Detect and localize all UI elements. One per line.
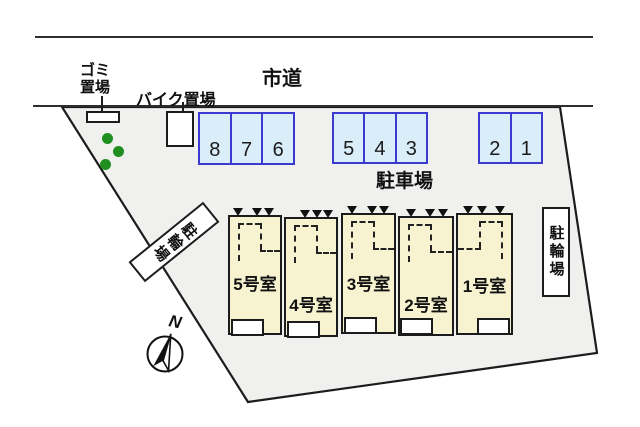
compass-north-label: N: [167, 311, 184, 332]
interior-dashed-line: [260, 250, 280, 252]
unit-4-label: 4号室: [289, 296, 333, 315]
parking-lot-label: 駐車場: [376, 171, 434, 192]
unit-2-porch: [400, 318, 433, 335]
unit-5-porch: [231, 319, 264, 336]
parking-space-2: 2: [480, 114, 510, 162]
unit-3-porch: [344, 317, 377, 334]
triangle-marker-icon: [323, 210, 333, 218]
bicycle-parking-right-label: 駐輪場: [547, 225, 565, 279]
shrub-icon: [102, 133, 113, 144]
interior-dashed-line: [294, 225, 296, 263]
interior-dashed-line: [458, 248, 481, 250]
interior-dashed-line: [430, 251, 452, 253]
triangle-marker-icon: [425, 209, 435, 217]
shrub-icon: [113, 146, 124, 157]
triangle-marker-icon: [347, 206, 357, 214]
interior-dashed-line: [294, 225, 317, 227]
triangle-marker-icon: [463, 206, 473, 214]
road-edge-top: [35, 36, 593, 38]
interior-dashed-line: [373, 221, 375, 248]
garbage-area-rect: [86, 111, 120, 123]
interior-dashed-line: [238, 223, 261, 225]
triangle-marker-icon: [312, 210, 322, 218]
triangle-marker-icon: [495, 206, 505, 214]
unit-3-label: 3号室: [346, 275, 391, 294]
interior-dashed-line: [316, 252, 336, 254]
parking-space-number: 3: [405, 138, 417, 160]
interior-dashed-line: [373, 248, 394, 250]
parking-space-number: 5: [343, 138, 355, 160]
interior-dashed-line: [430, 224, 432, 251]
triangle-marker-icon: [264, 208, 274, 216]
triangle-marker-icon: [379, 206, 389, 214]
parking-space-1: 1: [509, 114, 542, 162]
motorcycle-leader-line: [182, 102, 184, 115]
unit-5: 5号室: [228, 208, 282, 336]
interior-dashed-line: [480, 221, 503, 223]
parking-space-5: 5: [334, 114, 363, 162]
unit-4: 4号室: [284, 210, 338, 338]
unit-5-label: 5号室: [233, 275, 277, 294]
triangle-marker-icon: [477, 206, 487, 214]
triangle-marker-icon: [406, 209, 416, 217]
parking-space-number: 2: [489, 138, 501, 160]
unit-2: 2号室: [398, 209, 454, 336]
unit-4-floorplan: 4号室: [286, 210, 336, 338]
unit-2-label: 2号室: [404, 296, 448, 315]
parking-space-number: 1: [520, 138, 532, 160]
triangle-marker-icon: [252, 208, 262, 216]
road-edge-bottom: [33, 105, 593, 107]
parking-space-4: 4: [363, 114, 394, 162]
interior-dashed-line: [260, 223, 262, 250]
unit-2-floorplan: 2号室: [400, 209, 452, 335]
unit-3: 3号室: [341, 206, 396, 334]
parking-space-number: 8: [209, 139, 221, 161]
garbage-area-label: ゴミ 置場: [70, 62, 120, 96]
motorcycle-area-rect: [166, 111, 194, 147]
interior-dashed-line: [408, 224, 431, 226]
garbage-leader-line: [101, 96, 103, 114]
garbage-label-line2: 置場: [79, 79, 110, 96]
parking-space-6: 6: [261, 114, 293, 163]
road-label: 市道: [262, 68, 302, 90]
unit-5-floorplan: 5号室: [230, 208, 280, 336]
garbage-label-line1: ゴミ: [79, 62, 110, 79]
interior-dashed-line: [316, 225, 318, 252]
motorcycle-area-label: バイク置場: [136, 92, 216, 109]
parking-space-number: 6: [272, 139, 284, 161]
parking-group-876: 8 7 6: [198, 112, 295, 165]
north-compass: N: [146, 311, 184, 374]
interior-dashed-line: [238, 223, 240, 261]
triangle-marker-icon: [233, 208, 243, 216]
parking-space-3: 3: [394, 114, 426, 162]
interior-dashed-line: [351, 221, 353, 259]
triangle-marker-icon: [300, 210, 310, 218]
unit-1-label: 1号室: [462, 277, 507, 296]
unit-3-floorplan: 3号室: [343, 206, 394, 334]
triangle-marker-icon: [438, 209, 448, 217]
parking-group-21: 2 1: [478, 112, 543, 164]
interior-dashed-line: [408, 224, 410, 262]
triangle-marker-icon: [367, 206, 377, 214]
shrub-icon: [100, 159, 111, 170]
parking-space-number: 4: [374, 138, 386, 160]
unit-4-porch: [287, 321, 320, 338]
parking-space-8: 8: [200, 114, 230, 163]
parking-group-543: 5 4 3: [332, 112, 428, 164]
parking-space-7: 7: [229, 114, 262, 163]
bicycle-parking-right: 駐輪場: [542, 207, 570, 297]
unit-1: 1号室: [456, 206, 513, 335]
unit-1-porch: [477, 318, 510, 335]
interior-dashed-line: [351, 221, 374, 223]
north-arrow-icon: [153, 333, 172, 374]
interior-dashed-line: [479, 221, 481, 248]
interior-dashed-line: [501, 221, 503, 259]
parking-space-number: 7: [240, 139, 253, 161]
